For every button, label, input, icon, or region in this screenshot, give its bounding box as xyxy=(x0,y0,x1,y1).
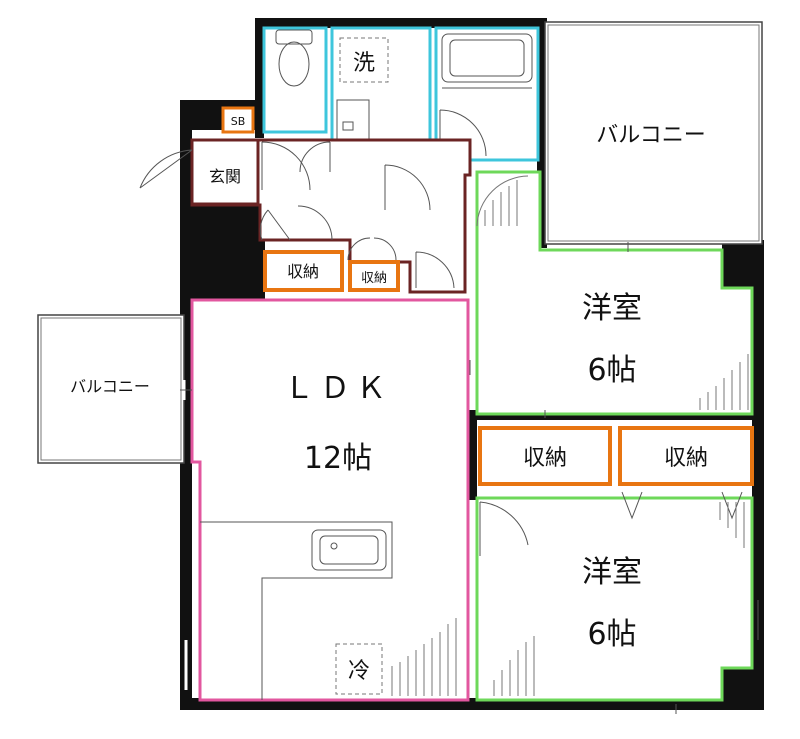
ldk-sliding-hatch xyxy=(391,618,457,696)
sink-icon xyxy=(311,529,387,571)
storage-mid-left: 収納 xyxy=(478,426,612,486)
washer-label: 洗 xyxy=(353,51,375,76)
shoebox-label: SB xyxy=(231,115,246,128)
hall-door-4 xyxy=(259,209,291,241)
bedroom-2-door xyxy=(479,501,529,556)
bathroom xyxy=(434,26,540,162)
fridge-label: 冷 xyxy=(348,659,370,684)
bedroom-1-door-hatch xyxy=(476,175,529,227)
bedroom-2-name: 洋室 xyxy=(582,555,642,590)
hall-door-6 xyxy=(347,237,397,261)
wet-area: 洗 xyxy=(262,26,540,162)
shoebox: SB xyxy=(221,106,255,134)
fridge-space xyxy=(335,643,383,695)
balcony-west-label: バルコニー xyxy=(70,377,150,396)
toilet-room xyxy=(262,26,328,134)
storage-hall-label: 収納 xyxy=(287,262,319,281)
bathtub-icon xyxy=(441,33,533,89)
washer-space xyxy=(339,37,389,83)
bedroom-1-name: 洋室 xyxy=(582,291,642,326)
kitchen-counter xyxy=(200,521,393,700)
storage-hall-small-label: 収納 xyxy=(361,271,387,286)
bedroom-1-size: 6帖 xyxy=(587,353,636,388)
storage-hall: 収納 xyxy=(263,250,344,292)
bedroom-2: 洋室 6帖 xyxy=(475,491,754,702)
bedroom-2-size: 6帖 xyxy=(587,617,636,652)
storage-mid-right: 収納 xyxy=(618,426,754,486)
window-ticks xyxy=(469,242,759,714)
ldk-name: ＬＤＫ xyxy=(284,371,392,406)
balcony-east: バルコニー xyxy=(544,21,763,245)
hall-door-5 xyxy=(297,205,333,241)
storage-hall-small: 収納 xyxy=(348,260,400,292)
hall-door-3 xyxy=(384,164,431,211)
hall-door-1 xyxy=(261,141,311,191)
ldk-room: 冷 ＬＤＫ 12帖 xyxy=(180,298,470,702)
hall-door-7 xyxy=(415,251,455,289)
bedroom-2-hatch xyxy=(493,502,745,696)
entrance-door xyxy=(139,149,193,189)
entrance-hall: 玄関 xyxy=(139,138,472,294)
closet-doors xyxy=(621,491,743,520)
bedroom-1: 洋室 6帖 xyxy=(475,170,754,416)
storage-mid-right-label: 収納 xyxy=(664,446,708,471)
toilet-icon xyxy=(275,29,313,87)
bedroom-1-window-hatch xyxy=(699,354,749,410)
genkan xyxy=(190,138,260,206)
entrance-label: 玄関 xyxy=(209,167,241,186)
ldk-size: 12帖 xyxy=(304,441,372,476)
balcony-west: バルコニー xyxy=(37,314,185,464)
balcony-east-label: バルコニー xyxy=(596,123,706,148)
storage-mid-left-label: 収納 xyxy=(523,446,567,471)
hall-door-2 xyxy=(299,141,331,173)
